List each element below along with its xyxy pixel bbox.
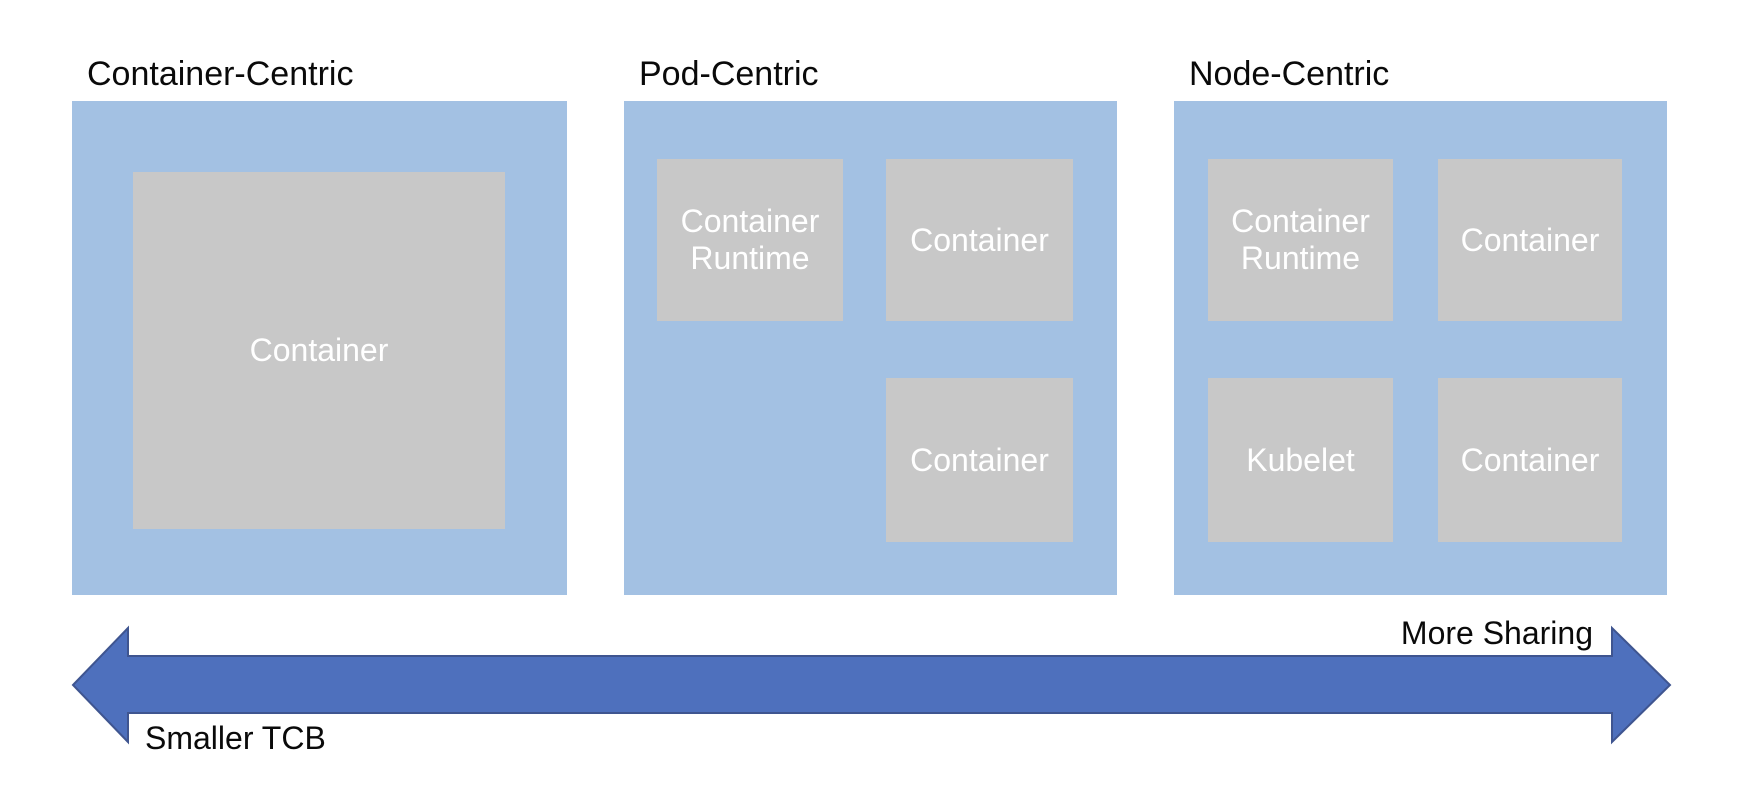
box-label: Container Runtime [680,203,820,276]
box-label: Container [249,332,389,369]
panel-node-centric: Node-Centric Container Runtime Container… [1174,55,1667,595]
box-container-runtime: Container Runtime [1208,159,1393,321]
box-label: Container [910,441,1049,478]
smaller-tcb-label: Smaller TCB [145,720,326,756]
box-label: Container [1460,221,1600,258]
panel-pod-centric: Pod-Centric Container Runtime Container … [624,55,1117,595]
more-sharing-label: More Sharing [1400,615,1593,651]
box-label: Container Runtime [1231,203,1370,276]
double-arrow-shape [71,625,1672,745]
box-label: Container [910,221,1049,258]
box-container: Container [133,172,505,529]
box-container: Container [1438,378,1622,542]
panel-title-pod-centric: Pod-Centric [639,55,819,93]
panel-container-centric: Container-Centric Container [72,55,567,595]
panel-title-node-centric: Node-Centric [1189,55,1390,93]
box-container: Container [1438,159,1622,321]
panel-title-container-centric: Container-Centric [87,55,354,93]
box-container-runtime: Container Runtime [657,159,843,321]
box-container: Container [886,159,1073,321]
box-container: Container [886,378,1073,542]
box-kubelet: Kubelet [1208,378,1393,542]
box-label: Container [1460,441,1600,478]
box-label: Kubelet [1246,441,1355,478]
sharing-tcb-axis-arrow [71,625,1672,745]
